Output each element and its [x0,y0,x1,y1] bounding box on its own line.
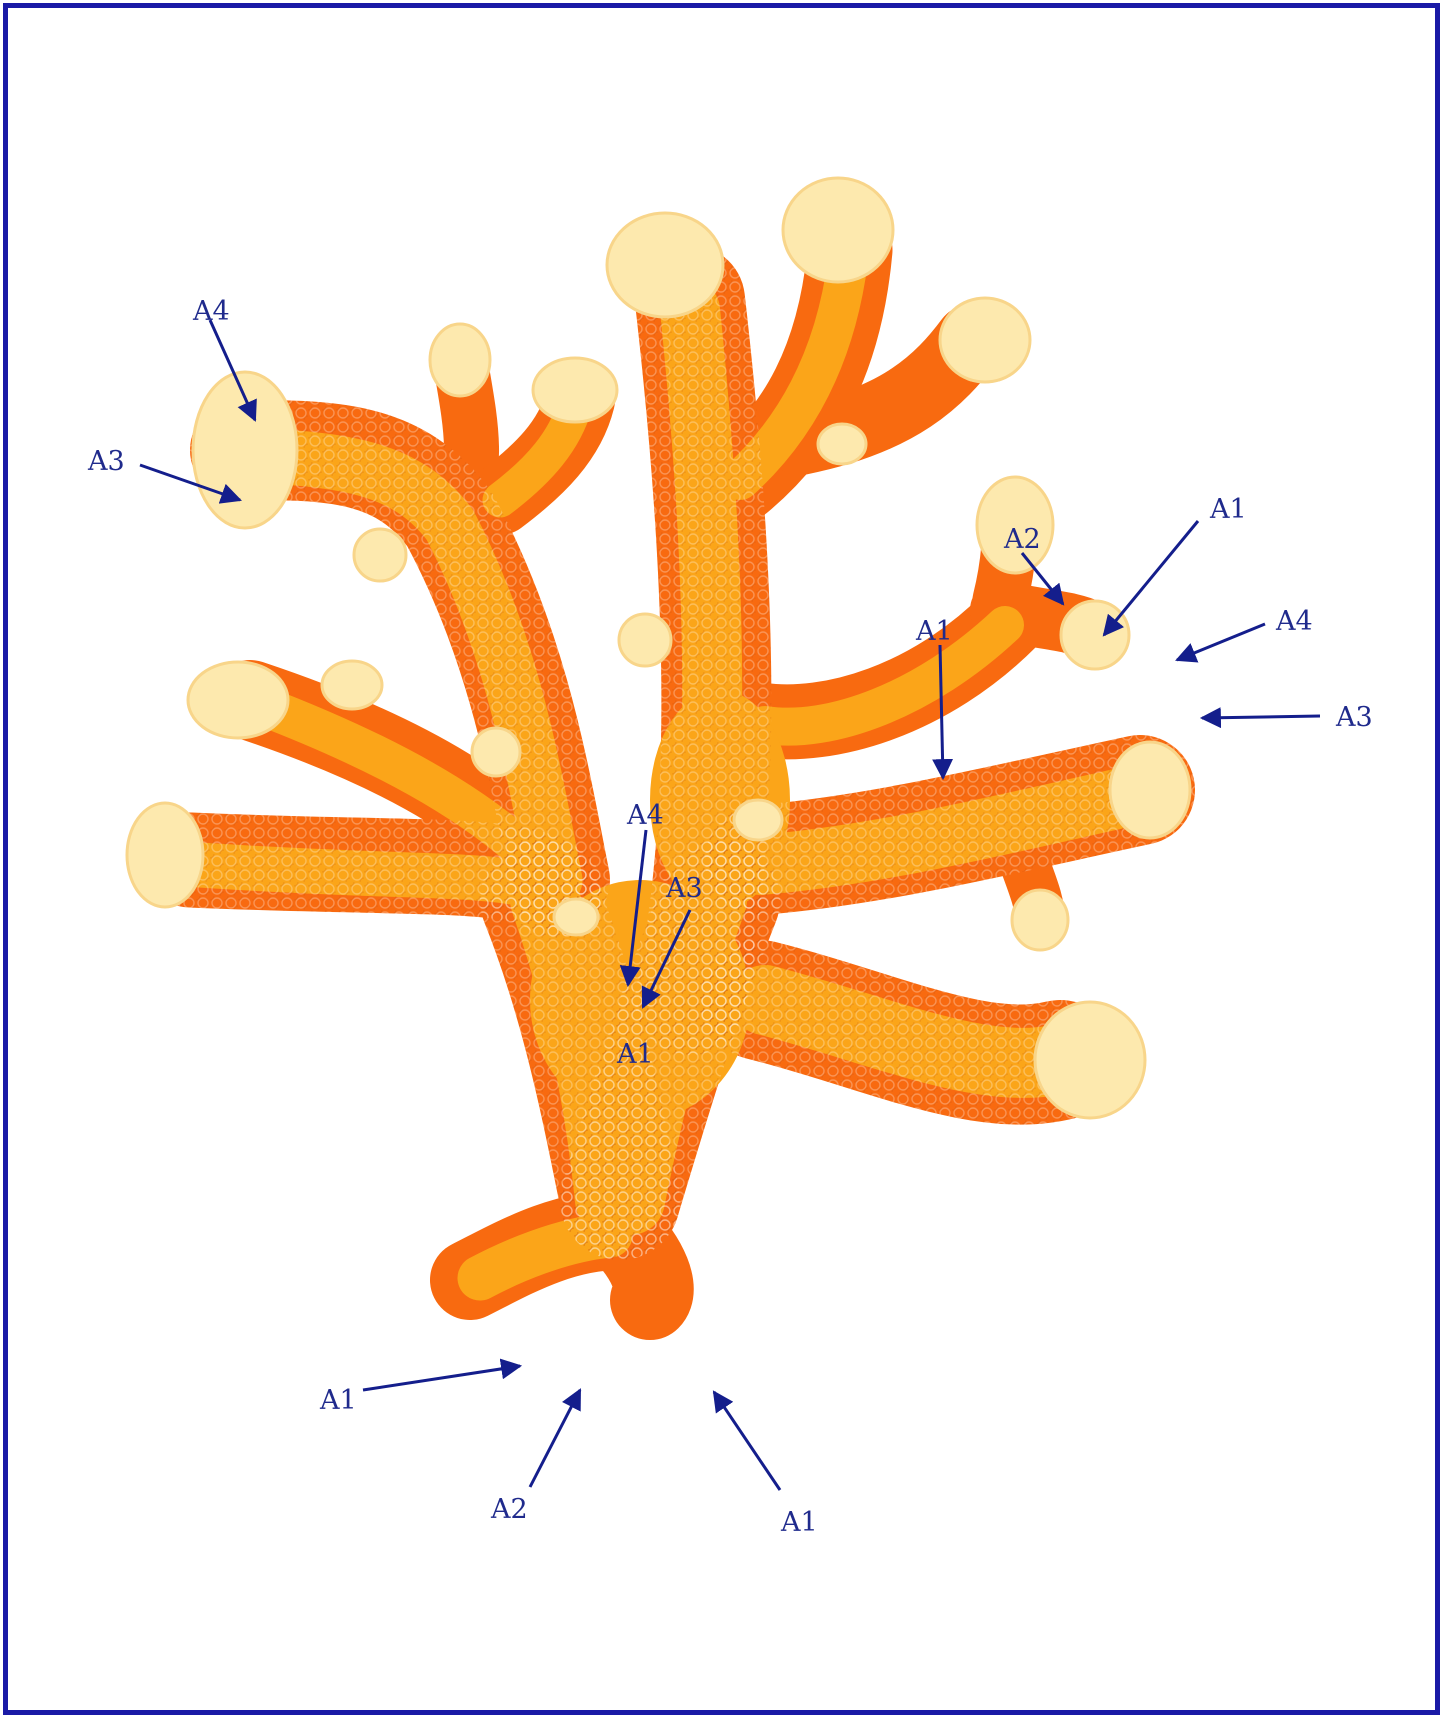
label-a3-right: A3 [1335,702,1373,733]
arrow-a1-base-left [363,1366,520,1390]
label-a3-center: A3 [665,873,703,904]
label-a2-base: A2 [490,1494,528,1525]
arrow-a1-right [1104,521,1198,635]
label-a1-center: A1 [616,1039,654,1070]
label-a2-right: A2 [1003,524,1041,555]
arrow-a4-right [1177,624,1265,660]
label-a1-base-right: A1 [780,1507,818,1538]
label-a4-upper-left: A4 [192,296,230,327]
coral-illustration [190,250,1140,1300]
label-a4-right: A4 [1275,606,1313,637]
label-a1-mid-right: A1 [915,616,953,647]
arrow-a1-base-right [714,1392,780,1490]
label-a4-center: A4 [626,800,664,831]
arrow-a2-base [530,1390,580,1487]
label-a3-upper-left: A3 [87,446,125,477]
label-a1-base-left: A1 [319,1385,357,1416]
label-a1-right: A1 [1209,494,1247,525]
arrow-a3-right [1202,716,1320,718]
